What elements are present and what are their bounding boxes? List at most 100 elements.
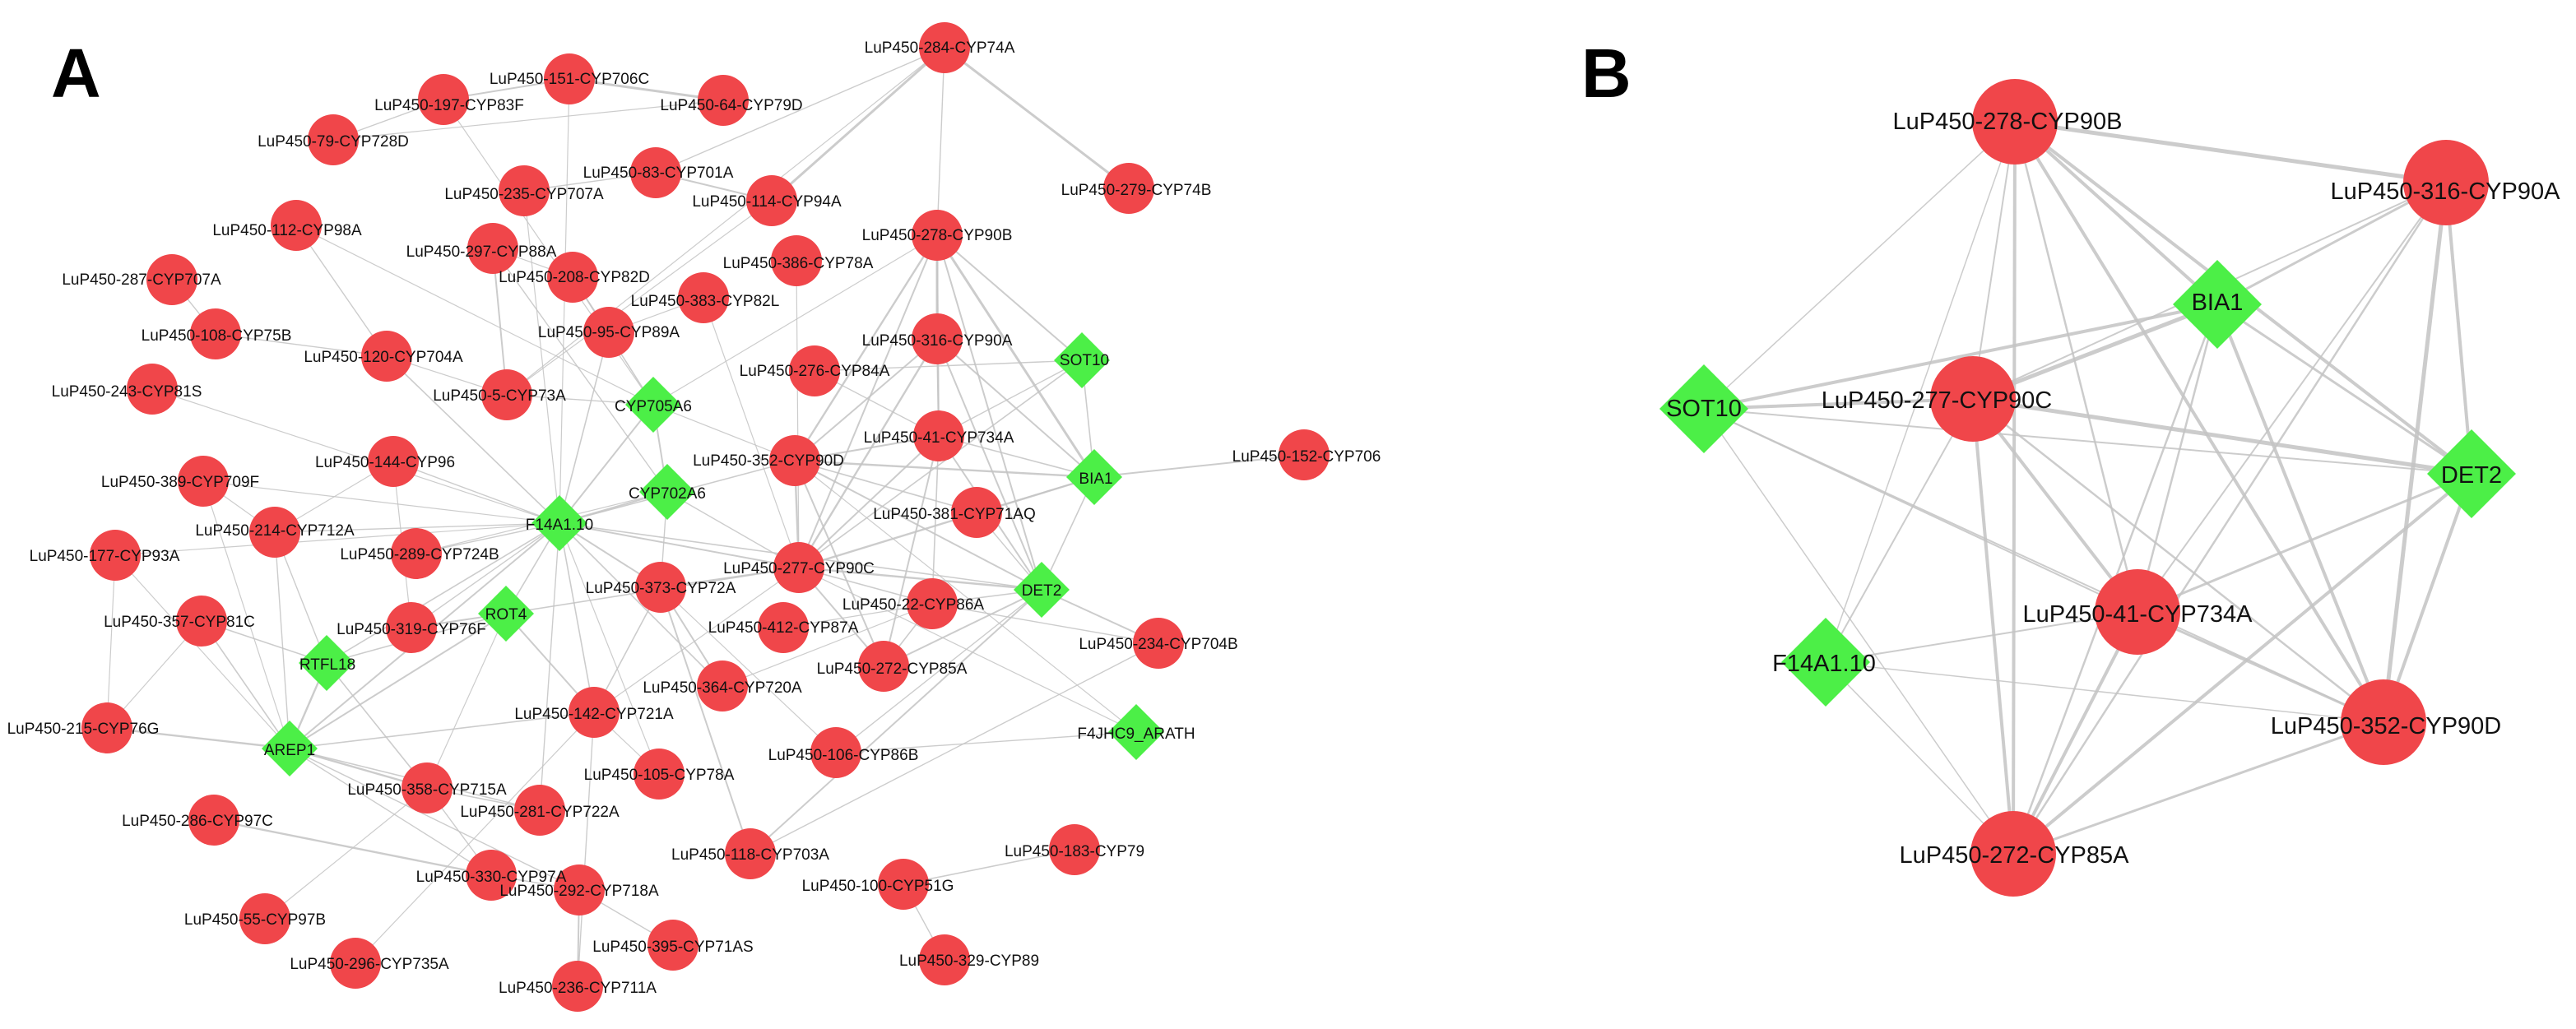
protein-node-f14 bbox=[531, 495, 587, 551]
edge-n118-det2 bbox=[750, 589, 1042, 855]
protein-node-arep1 bbox=[262, 721, 318, 776]
node-label-n272: LuP450-272-CYP85A bbox=[817, 661, 968, 678]
gene-node-n412 bbox=[758, 602, 809, 653]
gene-node-n279 bbox=[1103, 163, 1154, 214]
edge-n386-n277 bbox=[796, 260, 800, 568]
edge-n383-n277 bbox=[703, 297, 800, 568]
gene-node-n120 bbox=[361, 331, 412, 382]
gene-node-n55 bbox=[239, 893, 290, 944]
node-label-n364: LuP450-364-CYP720A bbox=[643, 679, 802, 697]
node-label-n152: LuP450-152-CYP706 bbox=[1232, 448, 1381, 466]
gene-node-n389 bbox=[178, 456, 229, 507]
panel-b-edges bbox=[1702, 119, 2474, 855]
node-label-n319: LuP450-319-CYP76F bbox=[337, 621, 486, 638]
edge-bsot10-b352 bbox=[1703, 408, 2384, 723]
node-label-b278: LuP450-278-CYP90B bbox=[1893, 109, 2123, 135]
gene-node-n316 bbox=[912, 313, 963, 364]
gene-node-n100 bbox=[878, 859, 929, 910]
edge-f14-n364 bbox=[559, 522, 723, 687]
node-label-n296: LuP450-296-CYP735A bbox=[290, 956, 449, 973]
panel-a-labels: LuP450-284-CYP74ALuP450-151-CYP706CLuP45… bbox=[7, 39, 1381, 997]
gene-node-n352 bbox=[769, 435, 820, 486]
node-label-n235: LuP450-235-CYP707A bbox=[444, 186, 604, 203]
node-label-bdet2: DET2 bbox=[2441, 462, 2502, 489]
edge-n278-det2 bbox=[936, 234, 1042, 591]
node-label-n41: LuP450-41-CYP734A bbox=[864, 429, 1014, 447]
node-label-n316: LuP450-316-CYP90A bbox=[862, 332, 1013, 350]
edge-bbia1-b277 bbox=[1970, 302, 2220, 401]
node-label-n383: LuP450-383-CYP82L bbox=[631, 293, 780, 310]
protein-node-f4jhc9 bbox=[1108, 704, 1164, 760]
gene-node-b41 bbox=[2095, 569, 2180, 655]
protein-node-bdet2 bbox=[2427, 429, 2516, 518]
gene-node-n364 bbox=[697, 661, 748, 711]
edge-n243-f14 bbox=[151, 388, 560, 524]
node-label-n100: LuP450-100-CYP51G bbox=[802, 878, 954, 895]
gene-node-n292 bbox=[554, 864, 605, 915]
node-label-bsot10: SOT10 bbox=[1666, 396, 1742, 422]
edge-arep1-n330 bbox=[289, 748, 492, 876]
gene-node-n383 bbox=[678, 272, 729, 323]
protein-node-bsot10 bbox=[1659, 364, 1748, 453]
node-label-n112: LuP450-112-CYP98A bbox=[212, 222, 362, 239]
edge-cyp705-n278 bbox=[652, 234, 938, 406]
edge-cyp705-f14 bbox=[559, 404, 654, 524]
node-label-n79: LuP450-79-CYP728D bbox=[258, 133, 409, 151]
edge-n284-n83 bbox=[655, 47, 945, 174]
edge-n278-n352 bbox=[793, 234, 939, 462]
edge-f14-n177 bbox=[114, 522, 560, 556]
edge-bbia1-b352 bbox=[2216, 303, 2385, 724]
edge-n278-bia1 bbox=[935, 234, 1096, 479]
edge-b278-bbia1 bbox=[2013, 120, 2219, 306]
edge-bia1-n41 bbox=[938, 435, 1095, 478]
edge-sot10-n41 bbox=[938, 359, 1083, 437]
edge-n316-n277 bbox=[797, 337, 939, 569]
gene-node-n235 bbox=[499, 165, 550, 216]
node-label-cyp705: CYP705A6 bbox=[615, 398, 692, 415]
edge-bf14-b272 bbox=[1825, 661, 2014, 855]
gene-node-n281 bbox=[514, 785, 565, 836]
edge-n297-cyp702 bbox=[492, 248, 668, 493]
edge-rot4-n358 bbox=[426, 613, 507, 789]
node-label-det2: DET2 bbox=[1022, 582, 1062, 600]
gene-node-n105 bbox=[634, 749, 685, 800]
node-label-n386: LuP450-386-CYP78A bbox=[723, 255, 874, 272]
gene-node-n278 bbox=[912, 210, 963, 261]
gene-node-n330 bbox=[466, 850, 517, 901]
node-label-f14: F14A1.10 bbox=[526, 517, 593, 534]
node-label-b316: LuP450-316-CYP90A bbox=[2331, 178, 2561, 205]
node-label-n297: LuP450-297-CYP88A bbox=[406, 243, 557, 261]
edge-n284-n278 bbox=[936, 47, 945, 236]
gene-node-n197 bbox=[418, 74, 469, 125]
edge-bia1-n152 bbox=[1093, 454, 1305, 478]
edge-n106-f4jhc9 bbox=[835, 731, 1137, 753]
node-label-b41: LuP450-41-CYP734A bbox=[2023, 601, 2253, 628]
node-label-rot4: ROT4 bbox=[485, 606, 527, 623]
edge-n235-f14 bbox=[523, 190, 560, 524]
node-label-bbia1: BIA1 bbox=[2192, 290, 2244, 316]
edge-b316-b41 bbox=[2137, 182, 2447, 613]
protein-node-rot4 bbox=[478, 586, 534, 642]
edge-b316-b272 bbox=[2012, 181, 2448, 855]
edge-f14-rtfl18 bbox=[326, 522, 560, 664]
edge-n284-n279 bbox=[943, 46, 1130, 190]
edge-bsot10-b277 bbox=[1702, 397, 1975, 410]
gene-node-n108 bbox=[190, 308, 241, 359]
edge-b277-b272 bbox=[1971, 397, 2015, 855]
edge-n277-det2 bbox=[797, 566, 1043, 591]
node-label-b277: LuP450-277-CYP90C bbox=[1822, 387, 2053, 414]
gene-node-n296 bbox=[330, 938, 381, 989]
node-label-n144: LuP450-144-CYP96 bbox=[315, 454, 455, 471]
panel-b-labels: LuP450-278-CYP90B LuP450-316-CYP90A BIA1SO… bbox=[1666, 109, 2560, 869]
edge-arep1-n357 bbox=[201, 620, 290, 749]
edge-f14-n389 bbox=[202, 480, 560, 524]
edge-b316-b352 bbox=[2381, 180, 2448, 725]
gene-node-b278 bbox=[1972, 79, 2058, 165]
gene-node-n214 bbox=[249, 507, 300, 558]
edge-f4jhc9-n352 bbox=[794, 460, 1137, 733]
edge-f14-n105 bbox=[559, 522, 660, 775]
gene-node-n79 bbox=[308, 114, 359, 165]
node-label-n120: LuP450-120-CYP704A bbox=[304, 349, 463, 366]
edge-arep1-n292 bbox=[289, 748, 580, 891]
edge-b41-b352 bbox=[2136, 610, 2385, 724]
